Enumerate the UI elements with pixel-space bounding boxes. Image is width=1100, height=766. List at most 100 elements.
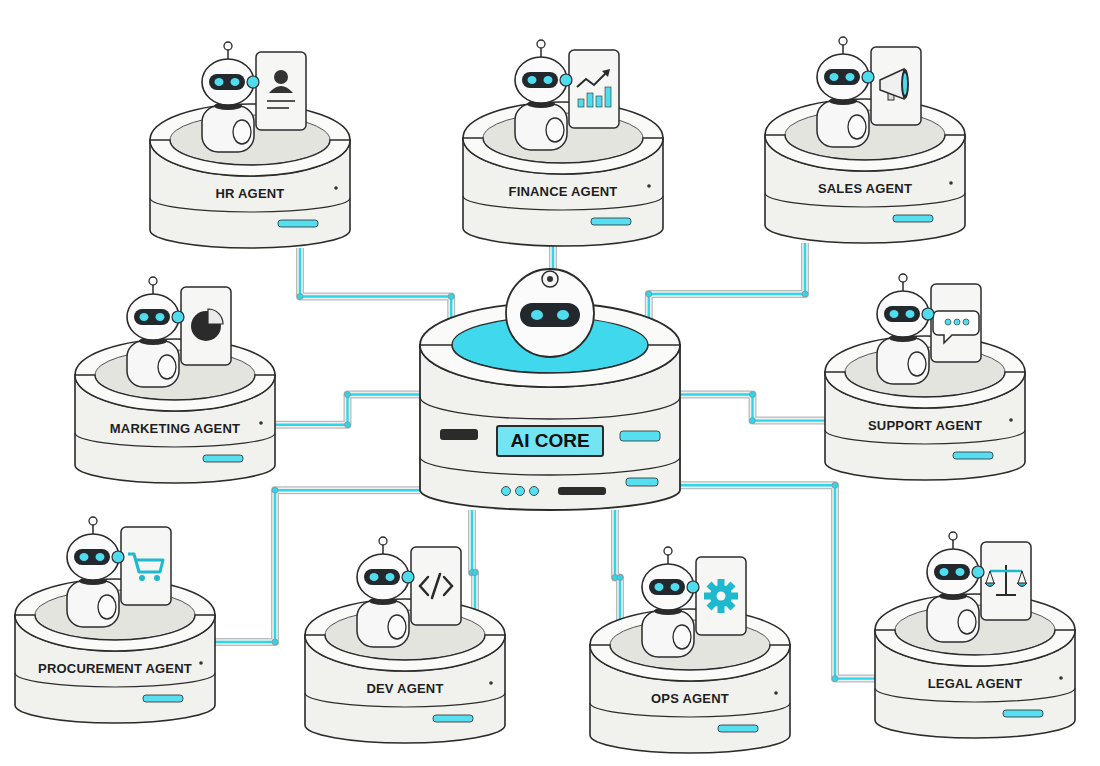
pedestal-top (825, 336, 1025, 408)
megaphone-inner (903, 73, 907, 95)
icon-panel (569, 50, 619, 128)
robot-arm (908, 352, 926, 376)
pedestal-rim (15, 615, 215, 651)
agent-label: MARKETING AGENT (110, 421, 240, 437)
pedestal-rim (150, 140, 350, 176)
core-band (420, 397, 680, 419)
status-light (143, 695, 183, 702)
robot-ear (687, 581, 699, 593)
chart-bar (587, 93, 593, 107)
pedestal-top (875, 594, 1075, 666)
scales-stand (996, 565, 1016, 595)
status-light (893, 215, 933, 222)
robot-body (202, 106, 254, 152)
trace-casing (680, 395, 825, 421)
robot-antenna-ball (537, 40, 545, 48)
trace-joint (345, 392, 351, 398)
icon-panel (981, 542, 1031, 620)
robot-antenna-ball (839, 37, 847, 45)
indicator-dot (199, 661, 203, 665)
icon-panel (411, 547, 461, 625)
robot-visor (934, 564, 970, 580)
core-indicator (502, 487, 511, 496)
robot-arm (233, 120, 251, 144)
agent-label: LEGAL AGENT (928, 676, 1023, 692)
robot-body (817, 101, 869, 147)
robot-body (357, 601, 409, 647)
core-robot-head (506, 269, 594, 357)
core-robot-visor (520, 303, 580, 327)
circuit-trace (680, 392, 825, 424)
pedestal-top (765, 99, 965, 171)
pedestal-rim (305, 635, 505, 671)
core-robot-eye (531, 310, 543, 320)
robot-visor (209, 74, 245, 90)
megaphone-cone (880, 69, 904, 99)
robot-eye (156, 313, 165, 321)
chart-bar (596, 96, 602, 107)
trace-joint (750, 418, 756, 424)
pedestal (305, 537, 505, 743)
robot-arm (546, 118, 564, 142)
robot-head (515, 57, 567, 103)
icon-panel (256, 52, 306, 130)
trace-joint (297, 294, 303, 300)
bubble-dot (963, 319, 969, 325)
pedestal-top (463, 102, 663, 174)
robot-head (642, 564, 694, 610)
core-slot (440, 429, 478, 440)
robot-ear (112, 551, 124, 563)
cart-frame (128, 554, 163, 572)
pedestal-top (75, 339, 275, 411)
robot-ear (247, 76, 259, 88)
icon-panel (871, 47, 921, 125)
robot-antenna-ball (379, 537, 387, 545)
trace-joint (448, 294, 454, 300)
agent-label: FINANCE AGENT (508, 184, 617, 200)
agent-illustration (825, 260, 1025, 486)
core-light (620, 431, 660, 441)
robot-eye (940, 568, 949, 576)
scales-beam (990, 570, 1022, 573)
status-light (953, 452, 993, 459)
agent-label: HR AGENT (215, 186, 284, 202)
pedestal-rim (875, 630, 1075, 666)
robot-visor (134, 309, 170, 325)
pedestal (825, 274, 1025, 480)
pedestal-top (150, 104, 350, 176)
robot-eye (80, 553, 89, 561)
robot-visor (364, 569, 400, 585)
indicator-dot (1009, 418, 1013, 422)
card-lines (267, 101, 295, 108)
robot-head (127, 294, 179, 340)
pedestal (463, 40, 663, 246)
pedestal (875, 532, 1075, 738)
chart-trend-head (602, 69, 610, 77)
pedestal (15, 517, 215, 723)
status-light (1003, 710, 1043, 717)
robot-eye (830, 73, 839, 81)
robot-head (927, 549, 979, 595)
person-shoulders (269, 86, 293, 93)
core-label: AI CORE (496, 425, 603, 457)
robot-arm (848, 115, 866, 139)
robot-head (877, 291, 929, 337)
robot-eye (96, 553, 105, 561)
megaphone-mouth (901, 69, 909, 99)
scales-strings (986, 571, 1026, 583)
core-pedestal-art (420, 269, 680, 510)
robot-visor (522, 72, 558, 88)
pedestal-rim (75, 375, 275, 411)
robot-antenna-ball (664, 547, 672, 555)
indicator-dot (489, 681, 493, 685)
agent-pedestal: OPS AGENT (590, 645, 790, 753)
robot-head (817, 54, 869, 100)
bubble-dot (954, 319, 960, 325)
status-light (203, 455, 243, 462)
robot-head (67, 534, 119, 580)
icon-panel (696, 557, 746, 635)
trace-body (680, 395, 825, 421)
status-light (278, 220, 318, 227)
pedestal (150, 42, 350, 248)
